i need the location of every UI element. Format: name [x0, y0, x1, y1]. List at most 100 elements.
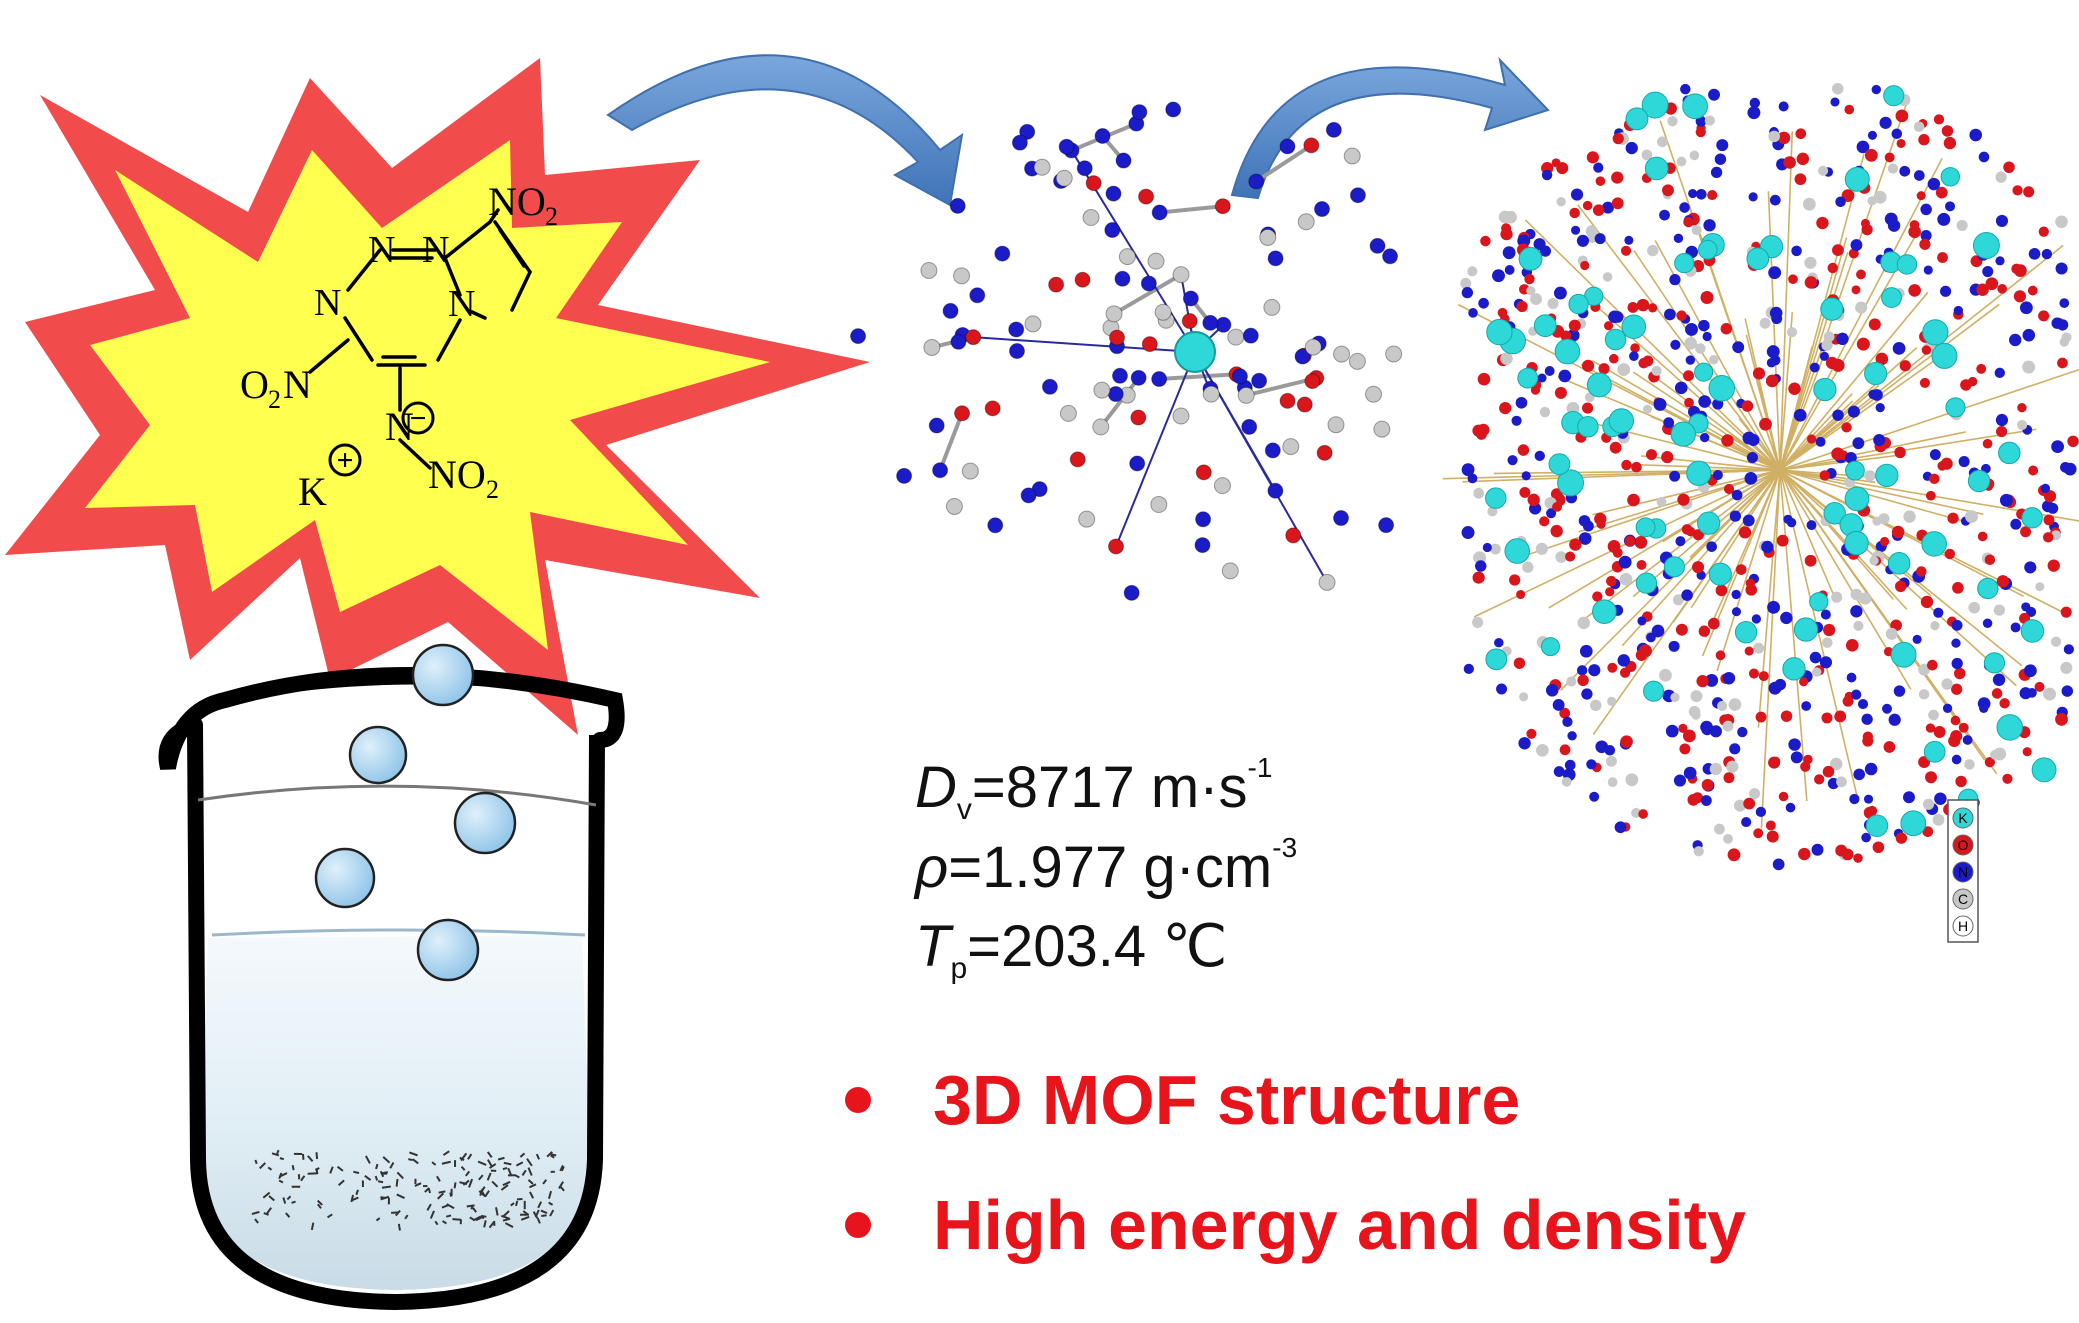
- framework-atom: [1541, 169, 1553, 181]
- framework-atom: [1554, 386, 1567, 399]
- framework-potassium: [1663, 556, 1685, 578]
- framework-atom: [1774, 678, 1787, 691]
- framework-atom: [1878, 513, 1890, 525]
- framework-atom: [1982, 438, 1993, 449]
- framework-atom: [1796, 152, 1810, 166]
- framework-atom: [1625, 141, 1638, 155]
- framework-atom: [1695, 188, 1707, 200]
- framework-atom: [2017, 419, 2028, 431]
- complex-atom: [1202, 314, 1219, 331]
- framework-atom: [2023, 664, 2037, 678]
- precipitate-speck: [374, 1175, 379, 1181]
- property-superscript: -1: [1247, 752, 1273, 783]
- framework-bond: [1560, 469, 1781, 691]
- framework-potassium: [1557, 469, 1585, 497]
- framework-atom: [1576, 665, 1588, 676]
- legend-swatch: [1952, 861, 1974, 883]
- complex-atom: [1147, 252, 1165, 270]
- property-subscript: v: [956, 793, 972, 826]
- precipitate-speck: [350, 1194, 355, 1203]
- framework-atom: [1940, 285, 1952, 297]
- framework-potassium: [1644, 156, 1669, 181]
- framework-atom: [1822, 637, 1833, 648]
- framework-atom: [1941, 678, 1953, 690]
- precipitate-speck: [382, 1156, 391, 1164]
- framework-atom: [1550, 488, 1563, 500]
- precipitate-speck: [541, 1214, 547, 1217]
- framework-atom: [1863, 794, 1874, 804]
- framework-atom: [1709, 355, 1719, 365]
- complex-atom: [1130, 409, 1147, 426]
- framework-atom: [1691, 225, 1702, 236]
- framework-atom: [1691, 710, 1701, 720]
- complex-atom: [994, 245, 1011, 262]
- framework-atom: [1673, 774, 1687, 787]
- framework-atom: [1648, 303, 1658, 313]
- framework-atom: [1790, 751, 1803, 764]
- framework-atom: [1707, 617, 1720, 630]
- framework-potassium: [1635, 517, 1656, 538]
- framework-atom: [1954, 667, 1966, 680]
- framework-atom: [1702, 331, 1712, 342]
- framework-atom: [1521, 471, 1531, 481]
- framework-atom: [1933, 726, 1946, 738]
- framework-atom: [2027, 285, 2038, 296]
- framework-atom: [1772, 858, 1785, 871]
- framework-atom: [1929, 449, 1941, 461]
- framework-atom: [1994, 367, 2005, 379]
- framework-atom: [1726, 760, 1739, 773]
- framework-atom: [1602, 272, 1613, 282]
- framework-atom: [1475, 560, 1487, 572]
- framework-atom: [1578, 515, 1591, 527]
- complex-atom: [987, 517, 1004, 534]
- framework-atom: [1607, 696, 1617, 706]
- framework-atom: [2024, 561, 2037, 574]
- framework-potassium: [1823, 502, 1846, 525]
- framework-potassium: [1896, 254, 1918, 275]
- precipitate-speck: [469, 1216, 475, 1221]
- precipitate-speck: [254, 1218, 259, 1224]
- framework-atom: [1934, 792, 1947, 805]
- framework-atom: [1614, 821, 1627, 834]
- framework-bond: [1757, 469, 1781, 728]
- complex-atom: [1194, 537, 1211, 554]
- framework-bond: [1779, 131, 1794, 471]
- framework-atom: [1827, 262, 1838, 274]
- framework-atom: [1669, 470, 1681, 482]
- framework-atom: [1647, 244, 1659, 257]
- framework-atom: [1841, 422, 1852, 433]
- framework-atom: [1692, 561, 1705, 574]
- precipitate-speck: [529, 1183, 537, 1189]
- framework-atom: [1853, 853, 1863, 863]
- framework-potassium: [1998, 441, 2021, 465]
- framework-atom: [2002, 773, 2013, 784]
- framework-atom: [1522, 561, 1534, 573]
- detonation-velocity-line: Dv=8717 m·s-1: [915, 752, 1272, 827]
- legend-swatch: [1952, 834, 1974, 856]
- property-value: =203.4 ℃: [967, 914, 1228, 979]
- molecule-structure: [308, 208, 532, 470]
- framework-atom: [1851, 285, 1861, 295]
- precipitate-speck: [441, 1220, 447, 1225]
- complex-atom: [1304, 373, 1321, 390]
- framework-atom: [1651, 624, 1665, 638]
- framework-atom: [1657, 136, 1668, 148]
- complex-atom: [1123, 584, 1140, 601]
- framework-atom: [1743, 797, 1756, 810]
- framework-atom: [1955, 775, 1967, 788]
- framework-atom: [1701, 779, 1714, 791]
- framework-atom: [1984, 554, 1996, 565]
- framework-atom: [1684, 397, 1694, 408]
- precipitate-speck: [396, 1171, 404, 1180]
- complex-atom: [1131, 104, 1148, 121]
- complex-atom: [1382, 248, 1399, 265]
- precipitate-speck: [375, 1217, 381, 1222]
- framework-bond: [1716, 469, 1781, 672]
- framework-atom: [1875, 352, 1889, 366]
- framework-atom: [1864, 148, 1878, 162]
- framework-bond: [1515, 469, 1781, 560]
- precipitate-speck: [251, 1210, 260, 1215]
- framework-potassium: [1533, 314, 1557, 338]
- bubble: [411, 643, 475, 707]
- framework-atom: [1821, 712, 1833, 724]
